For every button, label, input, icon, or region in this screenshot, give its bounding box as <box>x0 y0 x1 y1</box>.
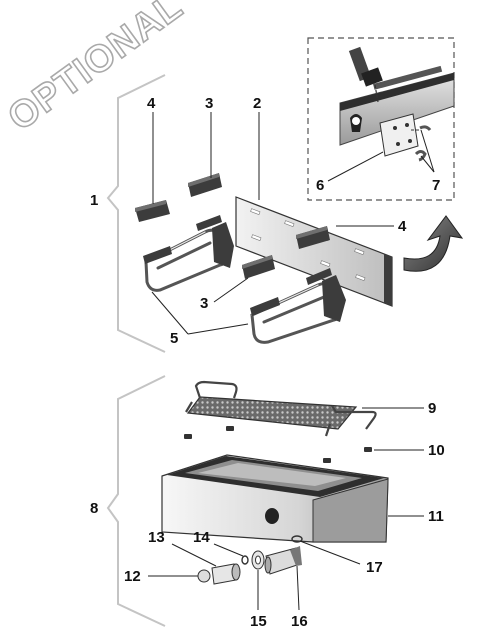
bumper-4-top <box>135 200 170 222</box>
callout-1: 1 <box>90 192 98 209</box>
detail-upper-hook <box>348 46 383 103</box>
wall-plate <box>235 196 393 307</box>
callout-7: 7 <box>432 177 440 194</box>
rubber-feet <box>184 426 372 463</box>
drain-cap <box>197 569 211 583</box>
callout-6: 6 <box>316 177 324 194</box>
o-ring-14 <box>241 555 249 565</box>
o-ring-17 <box>291 535 303 543</box>
drain-fitting <box>211 563 241 585</box>
detail-clips-7 <box>410 125 432 162</box>
detail-bracket-plate-6 <box>379 113 419 157</box>
detail-inset <box>307 37 455 201</box>
callout-16: 16 <box>291 613 308 630</box>
callout-4-right: 4 <box>398 218 407 235</box>
callout-13: 13 <box>148 529 165 546</box>
callout-17: 17 <box>366 559 383 576</box>
callout-5: 5 <box>170 330 178 347</box>
callout-10: 10 <box>428 442 445 459</box>
callout-12: 12 <box>124 568 141 585</box>
wire-arm-right <box>250 268 346 344</box>
callout-numbers: 1 4 3 2 4 3 5 6 7 8 9 10 11 12 13 14 15 … <box>90 95 445 630</box>
callout-3-mid: 3 <box>200 295 208 312</box>
bumper-3-top <box>188 173 222 197</box>
wire-grid-rack <box>185 380 377 437</box>
drain-elbow <box>264 546 302 575</box>
wire-arm-left <box>143 215 234 292</box>
leader-lines <box>148 112 435 611</box>
callout-4-top: 4 <box>147 95 156 112</box>
group-bracket-upper <box>106 74 166 353</box>
callout-9: 9 <box>428 400 436 417</box>
direction-arrow-icon <box>403 215 464 272</box>
callout-3-top: 3 <box>205 95 213 112</box>
callout-15: 15 <box>250 613 267 630</box>
bumper-3-mid <box>242 255 275 279</box>
callout-11: 11 <box>428 508 444 525</box>
optional-watermark: OPTIONAL <box>1 0 191 139</box>
washer <box>251 550 265 570</box>
callout-8: 8 <box>90 500 98 517</box>
bumper-4-right <box>296 226 330 249</box>
group-bracket-lower <box>106 375 166 627</box>
callout-14: 14 <box>193 529 210 546</box>
detail-rail <box>339 65 455 146</box>
drip-tray <box>161 454 389 543</box>
callout-2: 2 <box>253 95 261 112</box>
